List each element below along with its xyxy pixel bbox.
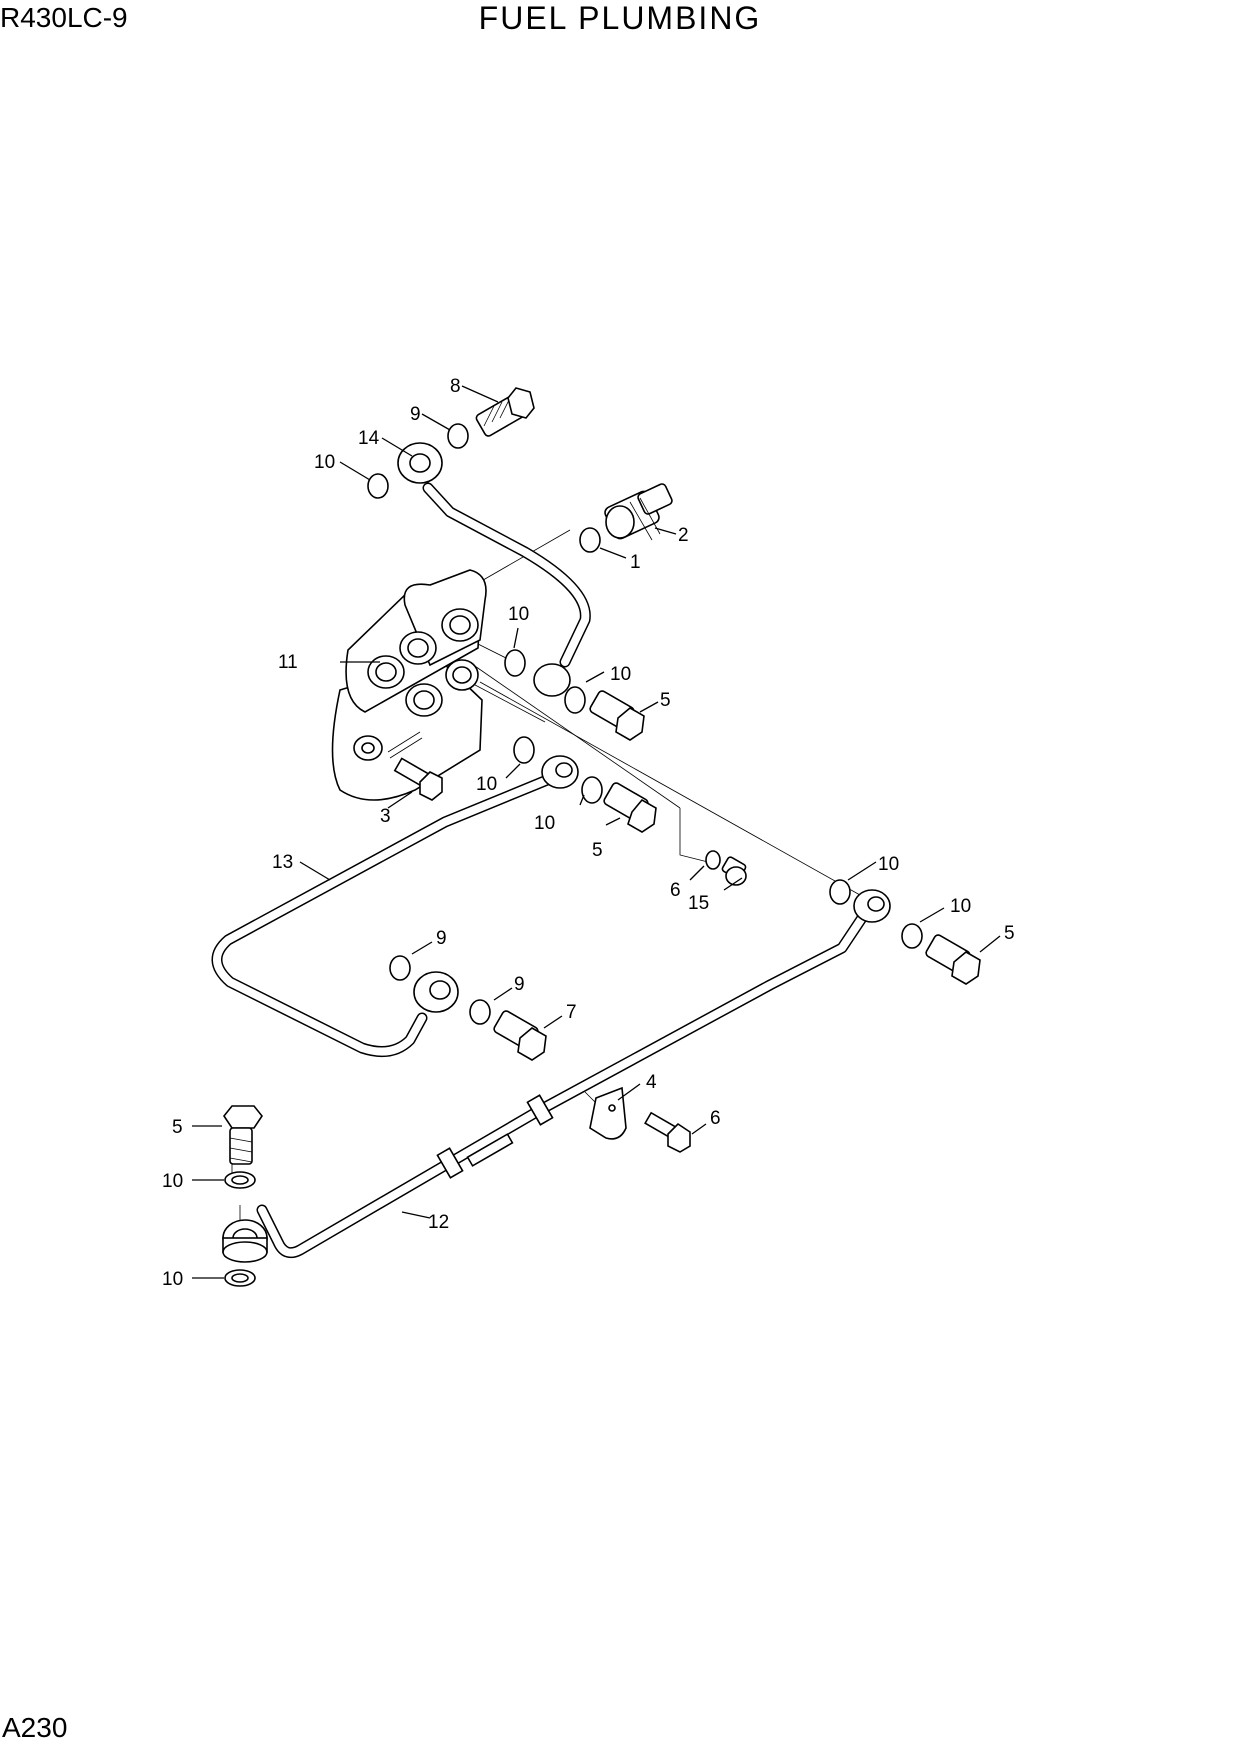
callout-9: 9 <box>410 404 421 425</box>
callout-10: 10 <box>878 854 899 875</box>
callout-10: 10 <box>476 774 497 795</box>
callout-14: 14 <box>358 428 380 449</box>
washers <box>224 423 923 1287</box>
callout-10: 10 <box>508 604 529 625</box>
callout-7: 7 <box>566 1002 577 1023</box>
leader-lines <box>231 529 861 1262</box>
callout-2: 2 <box>678 525 689 546</box>
plug-15 <box>721 856 747 886</box>
callout-10: 10 <box>314 452 335 473</box>
banjo-bolts <box>223 690 981 1165</box>
callout-10: 10 <box>950 896 971 917</box>
callout-10: 10 <box>162 1171 183 1192</box>
callout-5: 5 <box>172 1117 183 1138</box>
callout-10: 10 <box>534 813 555 834</box>
connector-2 <box>604 483 673 541</box>
callout-4: 4 <box>646 1072 657 1093</box>
callout-6: 6 <box>710 1108 721 1129</box>
callout-5: 5 <box>1004 923 1015 944</box>
callout-3: 3 <box>380 806 391 827</box>
callout-11: 11 <box>278 652 298 673</box>
callout-5: 5 <box>592 840 603 861</box>
model-code: R430LC-9 <box>0 2 128 33</box>
fuel-pipe-12 <box>222 889 891 1263</box>
callout-15: 15 <box>688 893 709 914</box>
callout-6: 6 <box>670 880 681 901</box>
bracket-11 <box>331 569 487 801</box>
callout-12: 12 <box>428 1212 449 1233</box>
callout-leaders <box>192 385 1001 1279</box>
callout-5: 5 <box>660 690 671 711</box>
callout-9: 9 <box>436 928 447 949</box>
fuel-pipe-13 <box>211 755 579 1058</box>
o-ring-1 <box>579 527 601 553</box>
callout-10: 10 <box>610 664 631 685</box>
callout-1: 1 <box>630 552 641 573</box>
callout-labels: 8 9 14 10 2 1 11 10 10 5 10 10 5 3 13 6 … <box>162 376 1015 1290</box>
bolt-6 <box>644 1111 691 1153</box>
callout-10: 10 <box>162 1269 183 1290</box>
page-title: FUEL PLUMBING <box>478 0 762 36</box>
callout-13: 13 <box>272 852 293 873</box>
page-code: A230 <box>2 1712 68 1743</box>
fuel-pipe-14 <box>397 442 591 697</box>
clip-4 <box>589 1086 627 1140</box>
callout-9: 9 <box>514 974 525 995</box>
callout-8: 8 <box>450 376 461 397</box>
bolt-3 <box>393 757 443 801</box>
eye-bolt-8 <box>475 387 535 437</box>
